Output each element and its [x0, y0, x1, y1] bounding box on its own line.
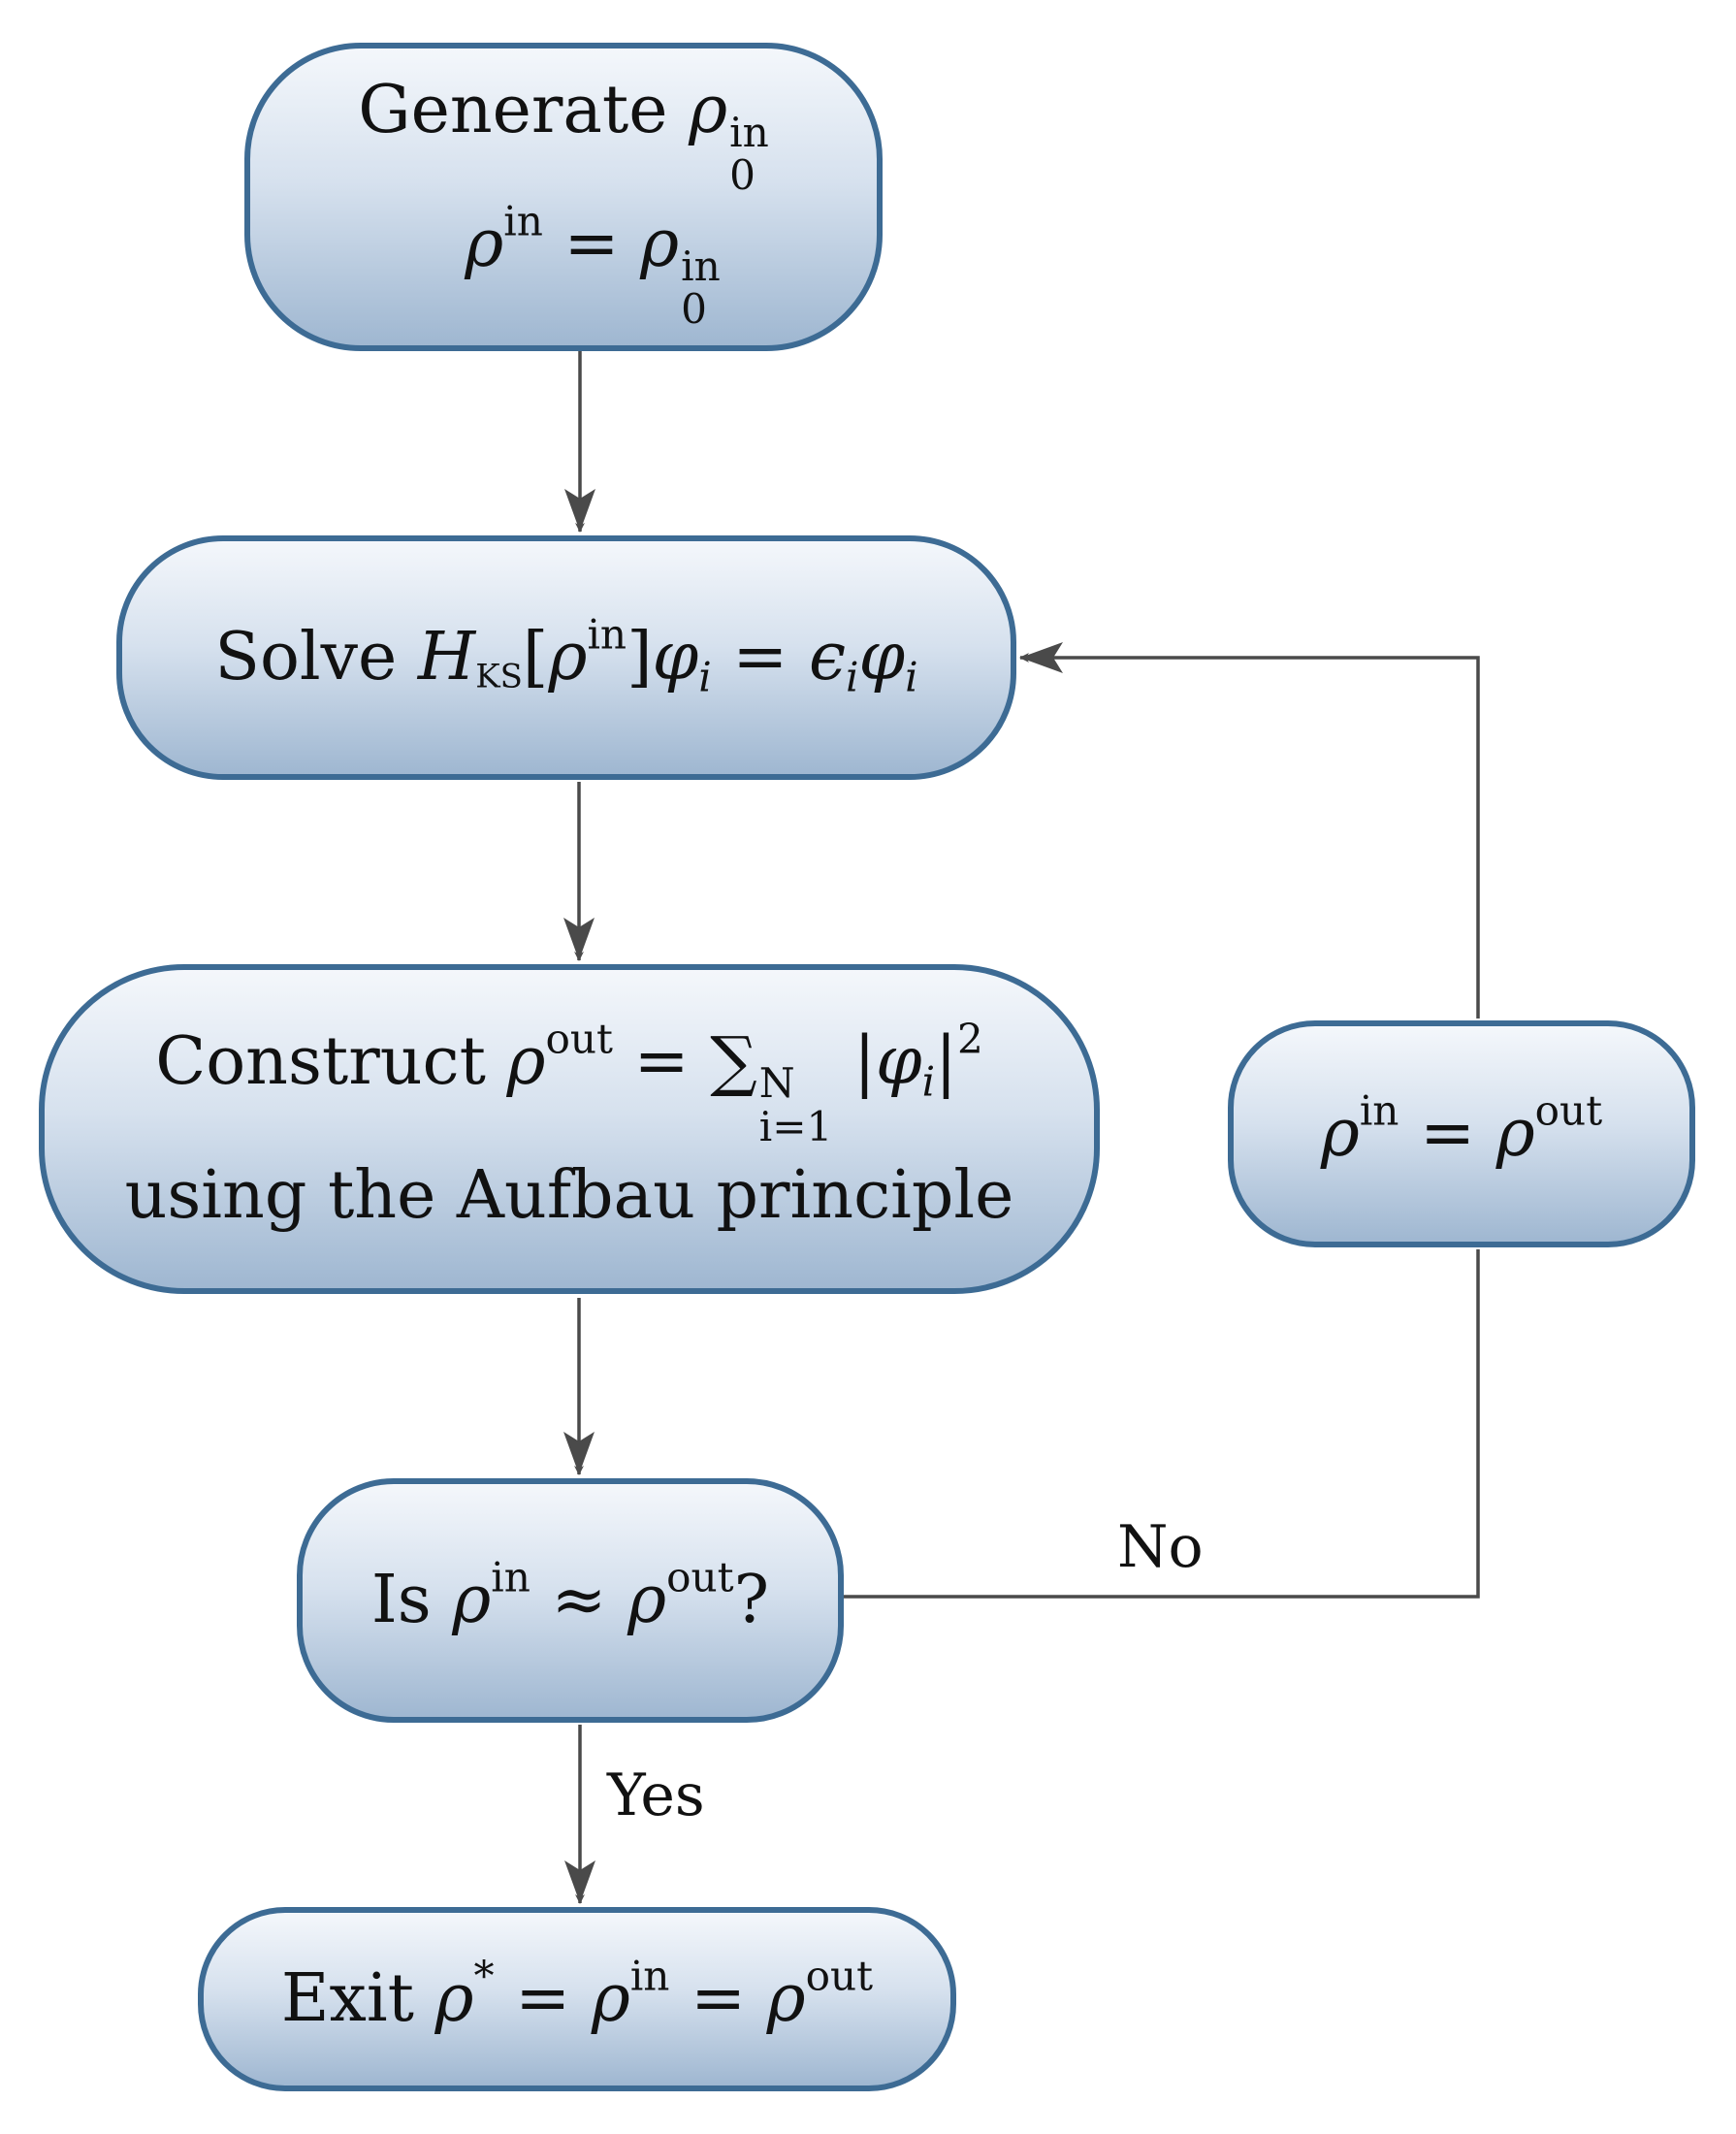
arrow-update-to-solve — [1019, 653, 1480, 1018]
solve-equation: Solve HKS[ρin]φi = ϵiφi — [214, 610, 918, 701]
exit-equation: Exit ρ* = ρin = ρout — [280, 1952, 874, 2037]
update-node: ρin = ρout — [1228, 1020, 1695, 1247]
arrow-check-to-update-no — [844, 1249, 1480, 1599]
construct-line2: using the Aufbau principle — [124, 1156, 1014, 1234]
exit-node: Exit ρ* = ρin = ρout — [198, 1907, 956, 2091]
check-question: Is ρin ≈ ρout? — [370, 1553, 770, 1638]
solve-node: Solve HKS[ρin]φi = ϵiφi — [116, 535, 1016, 780]
update-equation: ρin = ρout — [1320, 1086, 1603, 1172]
check-node: Is ρin ≈ ρout? — [297, 1478, 844, 1723]
edge-label-no: No — [1117, 1513, 1204, 1581]
edge-label-yes: Yes — [607, 1762, 705, 1829]
